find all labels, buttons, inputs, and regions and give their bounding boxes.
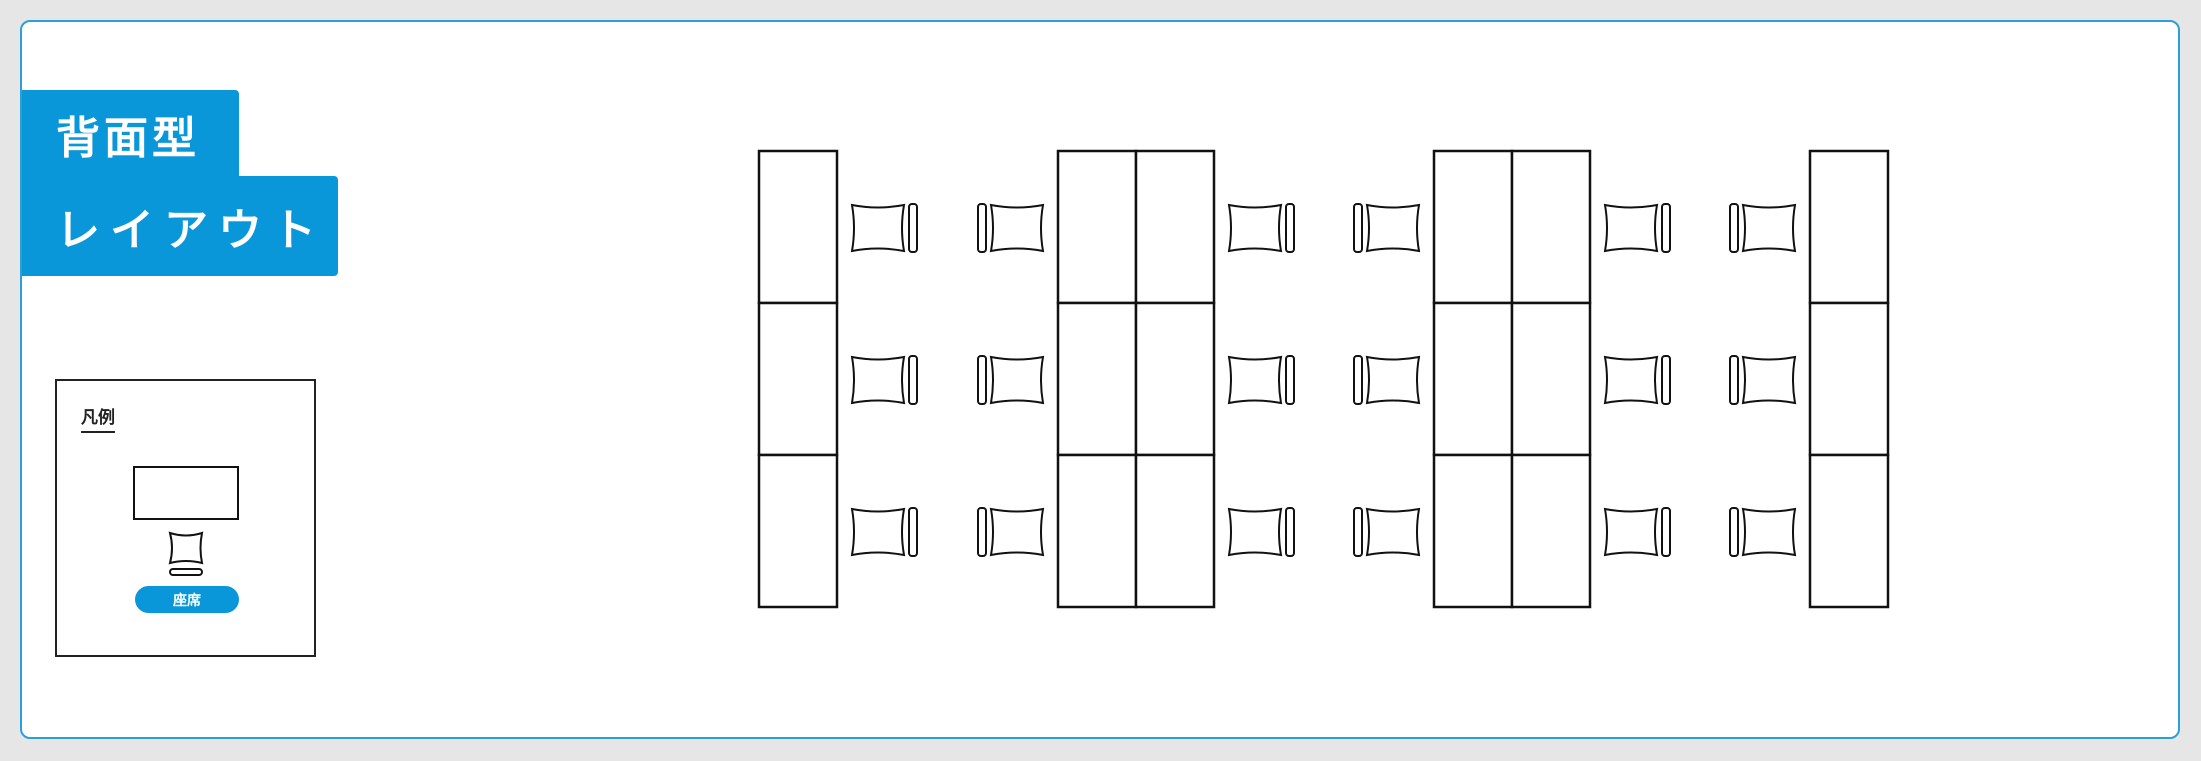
legend-illustration	[133, 466, 239, 576]
seat-label-pill: 座席	[135, 586, 239, 613]
chair-g1-r1-right	[850, 203, 918, 253]
chair-g2-r1-right	[1227, 203, 1295, 253]
desk-g3-r1-c2	[1510, 149, 1592, 305]
chair-g4-r2-left	[1729, 355, 1797, 405]
legend-box: 凡例 座席	[55, 379, 316, 657]
desk-g1-r2-c1	[757, 301, 839, 457]
desk-g2-r1-c1	[1056, 149, 1138, 305]
chair-g1-r3-right	[850, 507, 918, 557]
chair-g2-r2-left	[977, 355, 1045, 405]
legend-heading: 凡例	[81, 403, 115, 433]
legend-chair-icon	[168, 531, 204, 576]
desk-g2-r3-c1	[1056, 453, 1138, 609]
desk-g3-r2-c1	[1432, 301, 1514, 457]
desk-g3-r3-c1	[1432, 453, 1514, 609]
chair-g3-r1-right	[1603, 203, 1671, 253]
desk-g2-r2-c1	[1056, 301, 1138, 457]
desk-g3-r2-c2	[1510, 301, 1592, 457]
desk-g4-r2-c1	[1808, 301, 1890, 457]
desk-g3-r1-c1	[1432, 149, 1514, 305]
chair-g4-r3-left	[1729, 507, 1797, 557]
title-line-2: レイアウト	[22, 176, 338, 276]
chair-g3-r2-right	[1603, 355, 1671, 405]
chair-g3-r2-left	[1353, 355, 1421, 405]
chair-g2-r3-left	[977, 507, 1045, 557]
title-line-1: 背面型	[22, 90, 239, 178]
chair-g3-r1-left	[1353, 203, 1421, 253]
chair-g1-r2-right	[850, 355, 918, 405]
desk-g2-r3-c2	[1134, 453, 1216, 609]
chair-g3-r3-left	[1353, 507, 1421, 557]
desk-g2-r1-c2	[1134, 149, 1216, 305]
desk-g2-r2-c2	[1134, 301, 1216, 457]
legend-desk	[133, 466, 239, 520]
desk-g4-r3-c1	[1808, 453, 1890, 609]
chair-g2-r1-left	[977, 203, 1045, 253]
desk-g4-r1-c1	[1808, 149, 1890, 305]
desk-g1-r1-c1	[757, 149, 839, 305]
desk-g3-r3-c2	[1510, 453, 1592, 609]
desk-g1-r3-c1	[757, 453, 839, 609]
chair-g4-r1-left	[1729, 203, 1797, 253]
chair-g3-r3-right	[1603, 507, 1671, 557]
chair-g2-r3-right	[1227, 507, 1295, 557]
chair-g2-r2-right	[1227, 355, 1295, 405]
